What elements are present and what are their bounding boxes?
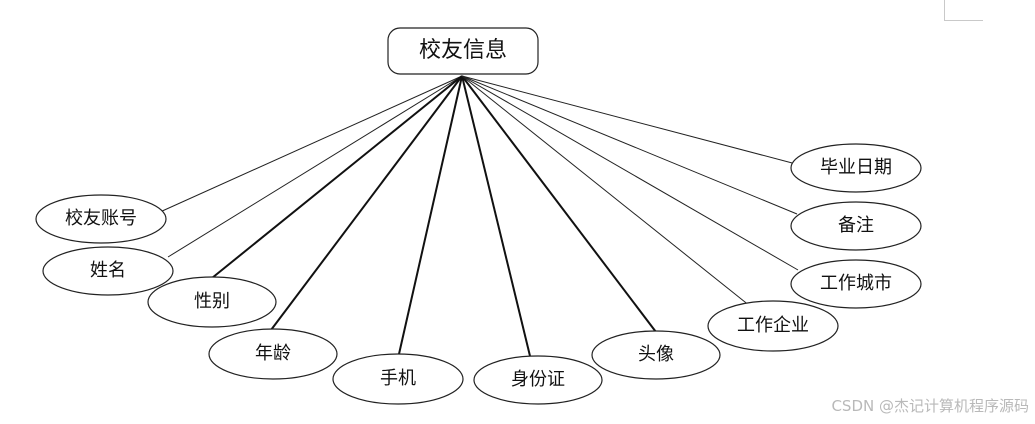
attribute-ellipse [591, 330, 721, 380]
connector-remark [461, 75, 798, 215]
attribute-ellipse [35, 194, 167, 244]
attribute-ellipse [208, 328, 338, 380]
attribute-label-remark: 备注 [838, 215, 874, 236]
attribute-label-id-card: 身份证 [511, 369, 565, 390]
entity-alumni-info: 校友信息 [387, 27, 539, 75]
attribute-id-card: 身份证 [473, 355, 603, 405]
attribute-label-avatar: 头像 [638, 344, 674, 365]
attribute-label-company: 工作企业 [737, 315, 809, 336]
attribute-ellipse [332, 353, 464, 405]
connector-phone [398, 75, 463, 355]
attribute-avatar: 头像 [591, 330, 721, 380]
attribute-label-account: 校友账号 [65, 208, 137, 229]
attribute-ellipse [790, 259, 922, 309]
connector-id-card [461, 75, 531, 357]
attribute-ellipse [147, 276, 277, 328]
attribute-company: 工作企业 [707, 300, 839, 352]
connector-age [270, 75, 463, 331]
connectors [159, 75, 799, 357]
csdn-watermark: CSDN @杰记计算机程序源码 [831, 397, 1029, 415]
attribute-remark: 备注 [790, 201, 922, 251]
attribute-label-gender: 性别 [194, 291, 230, 312]
attribute-phone: 手机 [332, 353, 464, 405]
attribute-ellipse [707, 300, 839, 352]
attribute-label-city: 工作城市 [820, 273, 892, 294]
entity-box [387, 27, 539, 75]
attribute-ellipse [473, 355, 603, 405]
attribute-gender: 性别 [147, 276, 277, 328]
connector-city [461, 75, 799, 271]
attribute-account: 校友账号 [35, 194, 167, 244]
attribute-ellipse [790, 143, 922, 193]
attribute-city: 工作城市 [790, 259, 922, 309]
attribute-label-phone: 手机 [380, 368, 416, 389]
attribute-ellipse [42, 246, 174, 296]
connector-company [461, 75, 751, 307]
attribute-label-name: 姓名 [90, 260, 126, 281]
connector-name [167, 75, 463, 258]
entity-label: 校友信息 [419, 38, 507, 63]
connector-avatar [461, 75, 657, 333]
page-corner-mark [944, 0, 983, 21]
connector-grad-date [461, 75, 797, 165]
attribute-age: 年龄 [208, 328, 338, 380]
connector-gender [211, 75, 463, 279]
attribute-ellipse [790, 201, 922, 251]
attribute-grad-date: 毕业日期 [790, 143, 922, 193]
connector-account [159, 75, 463, 213]
attribute-label-grad-date: 毕业日期 [820, 157, 892, 178]
attribute-label-age: 年龄 [255, 343, 291, 364]
attribute-name: 姓名 [42, 246, 174, 296]
